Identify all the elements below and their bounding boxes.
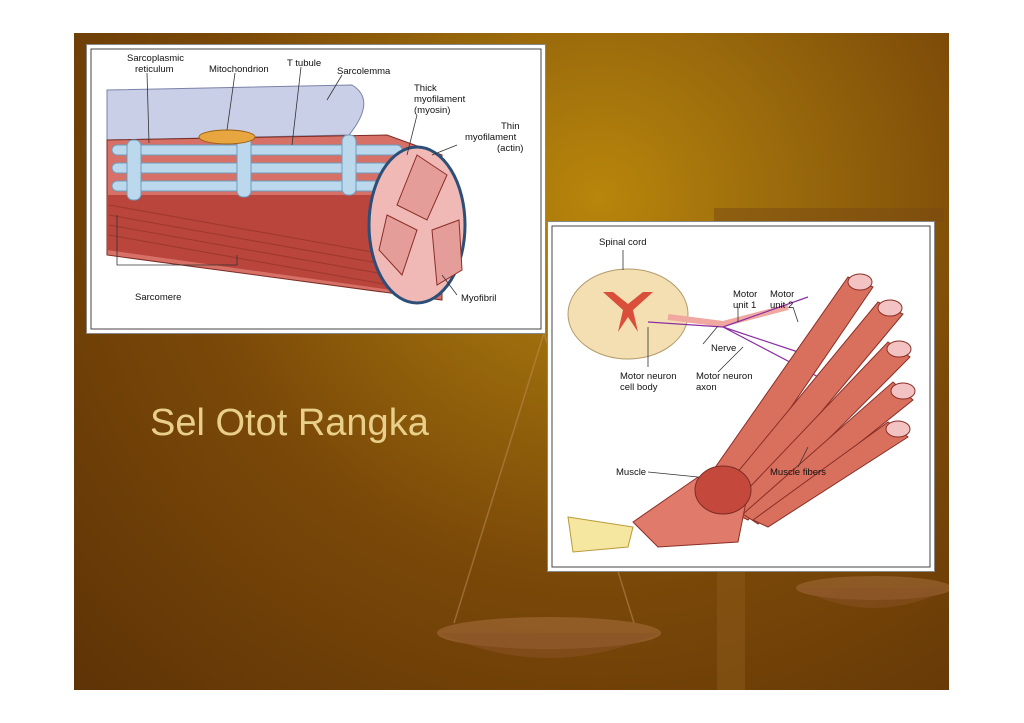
label-motor-unit-1b: unit 1 — [733, 300, 756, 311]
label-motor-neuron-cell-body-2: cell body — [620, 382, 658, 393]
label-spinal-cord: Spinal cord — [599, 237, 647, 248]
label-t-tubule: T tubule — [287, 58, 321, 69]
label-thin-2: myofilament — [465, 132, 517, 143]
motor-unit-diagram: Spinal cord Motor unit 1 Motor unit 2 Ne… — [547, 221, 935, 572]
label-thin-1: Thin — [501, 121, 519, 132]
muscle-fiber-diagram: Sarcoplasmic reticulum Mitochondrion T t… — [86, 44, 546, 334]
label-motor-neuron-axon-2: axon — [696, 382, 717, 393]
label-motor-neuron-axon-1: Motor neuron — [696, 371, 753, 382]
label-myofibril: Myofibril — [461, 293, 496, 304]
slide-title: Sel Otot Rangka — [150, 402, 429, 444]
label-sarcoplasmic-reticulum-2: reticulum — [135, 64, 174, 75]
label-motor-unit-2b: unit 2 — [770, 300, 793, 311]
label-thick-2: myofilament — [414, 94, 466, 105]
label-thick-1: Thick — [414, 83, 437, 94]
label-sarcolemma: Sarcolemma — [337, 66, 391, 77]
label-nerve: Nerve — [711, 343, 736, 354]
motor-unit-illustration: Spinal cord Motor unit 1 Motor unit 2 Ne… — [551, 225, 931, 568]
label-thick-3: (myosin) — [414, 105, 450, 116]
label-motor-unit-2a: Motor — [770, 289, 794, 300]
label-motor-unit-1a: Motor — [733, 289, 757, 300]
label-sarcoplasmic-reticulum-1: Sarcoplasmic — [127, 53, 184, 64]
label-motor-neuron-cell-body-1: Motor neuron — [620, 371, 677, 382]
muscle-fiber-illustration: Sarcoplasmic reticulum Mitochondrion T t… — [90, 48, 542, 330]
label-muscle: Muscle — [616, 467, 646, 478]
label-thin-3: (actin) — [497, 143, 523, 154]
label-sarcomere: Sarcomere — [135, 292, 181, 303]
label-muscle-fibers: Muscle fibers — [770, 467, 826, 478]
label-mitochondrion: Mitochondrion — [209, 64, 269, 75]
